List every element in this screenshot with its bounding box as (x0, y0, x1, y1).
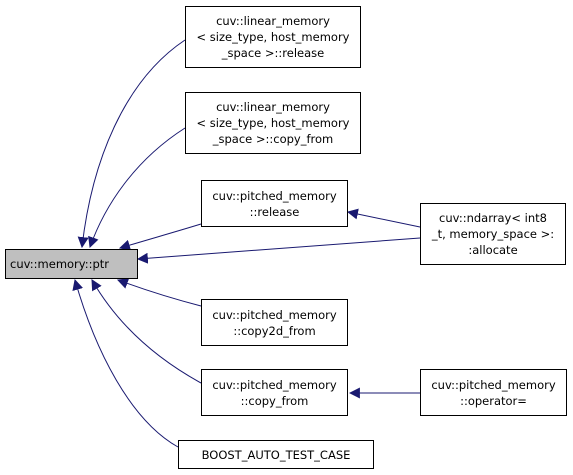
node-label-line: _space >::release (221, 46, 325, 60)
node-label-line: cuv::pitched_memory (431, 377, 556, 392)
node-label-line: cuv::pitched_memory (212, 377, 337, 392)
node-label-line: ::operator= (460, 393, 527, 408)
node-label-line: :allocate (468, 243, 518, 257)
node-label-line: _t, memory_space >: (431, 227, 555, 241)
edge-ndarray-allocate-to-root (136, 237, 421, 264)
edge-ndarray-allocate-to-pitched-release (346, 208, 421, 228)
node-label-line: cuv::memory::ptr (10, 257, 110, 271)
node-pitched-memory-copy2d-from[interactable]: cuv::pitched_memory::copy2d_from (201, 299, 348, 346)
node-pitched-memory-operator-assign[interactable]: cuv::pitched_memory::operator= (420, 369, 567, 416)
node-linear-memory-copy-from[interactable]: cuv::linear_memory< size_type, host_memo… (185, 92, 361, 154)
edge-linear-release-to-root (77, 39, 186, 249)
edge-pitched-copy-from-to-root (91, 279, 202, 384)
node-label-line: ::copy2d_from (233, 323, 316, 338)
edge-pitched-release-to-root (118, 223, 202, 251)
node-ndarray-allocate[interactable]: cuv::ndarray< int8_t, memory_space >::al… (420, 203, 566, 265)
node-label-line: BOOST_AUTO_TEST_CASE (201, 447, 351, 462)
node-label-line: < size_type, host_memory (196, 116, 350, 130)
node-memory-ptr[interactable]: cuv::memory::ptr (5, 249, 138, 279)
node-pitched-memory-copy-from[interactable]: cuv::pitched_memory::copy_from (201, 369, 348, 416)
edge-pitched-copy2d-from-to-root (116, 278, 202, 307)
node-linear-memory-release[interactable]: cuv::linear_memory< size_type, host_memo… (185, 6, 361, 68)
node-label-line: cuv::pitched_memory (212, 307, 337, 322)
node-label-line: ::copy_from (240, 393, 309, 408)
node-label-line: _space >::copy_from (212, 132, 334, 146)
node-label-line: cuv::linear_memory (216, 14, 330, 28)
node-label-line: cuv::pitched_memory (212, 188, 337, 203)
edge-linear-copy-from-to-root (88, 127, 186, 249)
node-label-line: < size_type, host_memory (196, 30, 350, 44)
node-boost-auto-test-case[interactable]: BOOST_AUTO_TEST_CASE (178, 440, 374, 469)
node-label-line: cuv::ndarray< int8 (439, 211, 547, 225)
node-pitched-memory-release[interactable]: cuv::pitched_memory::release (201, 180, 348, 227)
node-label-line: cuv::linear_memory (216, 100, 330, 114)
edge-boost-test-case-to-root (72, 278, 179, 448)
node-label-line: ::release (249, 204, 300, 219)
